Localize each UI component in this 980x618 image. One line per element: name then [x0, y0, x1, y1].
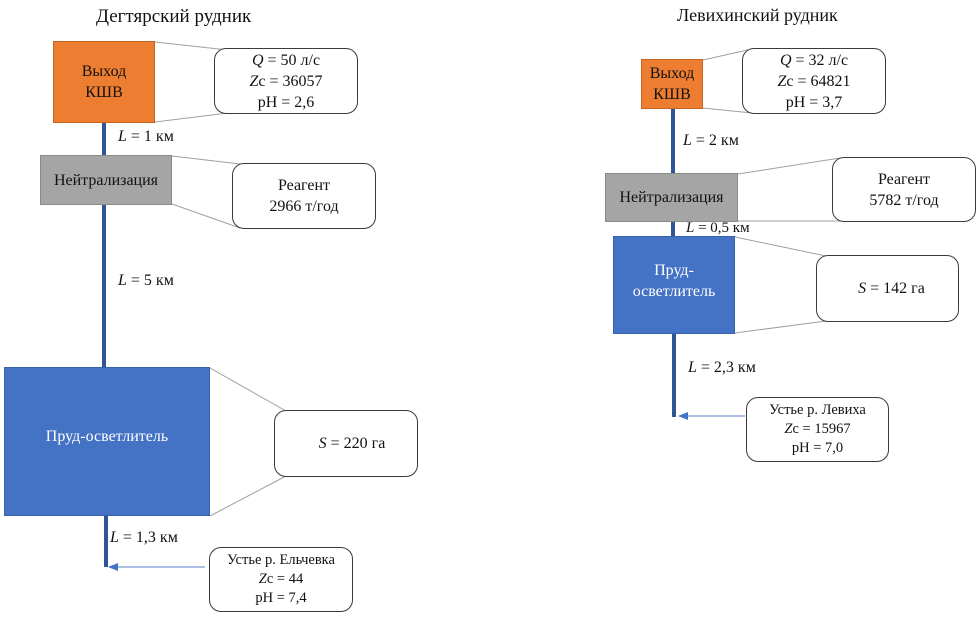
- length-value: = 1,3 км: [118, 529, 178, 546]
- zc-value: c = 44: [266, 571, 304, 587]
- l-symbol: L: [688, 359, 697, 376]
- length-value: = 2,3 км: [696, 359, 756, 376]
- q-symbol: Q: [779, 51, 792, 69]
- ph-value: pH = 7,0: [791, 440, 844, 456]
- flow-rate: Q = 50 л/с: [252, 50, 320, 71]
- pond-box-left: Пруд-осветлитель: [4, 367, 210, 516]
- arrowhead-left: [108, 563, 118, 571]
- pond-label: Пруд-осветлитель: [45, 428, 169, 445]
- zc-index: Zc = 44: [259, 570, 303, 589]
- reagent-callout-right: Реагент 5782 т/год: [832, 157, 976, 222]
- neutralization-label: Нейтрализация: [53, 171, 159, 189]
- pond-area: S = 220 га: [307, 433, 386, 454]
- zc-index: Zc = 36057: [249, 71, 322, 92]
- pond-label-line2: осветлитель: [632, 283, 716, 300]
- l-symbol: L: [110, 529, 119, 546]
- l-symbol: L: [118, 128, 127, 145]
- source-box-right: Выход КШВ: [641, 59, 703, 109]
- zc-index: Zc = 15967: [784, 420, 850, 439]
- segment-length-right-3: L = 2,3 км: [688, 359, 756, 377]
- segment-length-right-2: L = 0,5 км: [686, 220, 750, 237]
- zc-value: c = 64821: [786, 72, 851, 90]
- source-box-label-line1: Выход: [649, 65, 695, 82]
- leader-left-pond-top: [209, 367, 287, 412]
- l-symbol: L: [118, 272, 127, 289]
- diagram-title-levikha: Левихинский рудник: [677, 5, 838, 25]
- flow-rate: Q = 32 л/с: [780, 50, 848, 71]
- leader-left-reagent-top: [171, 155, 241, 165]
- length-value: = 0,5 км: [694, 220, 750, 236]
- s-symbol: S: [858, 280, 867, 297]
- reagent-callout-left: Реагент 2966 т/год: [232, 163, 376, 229]
- reagent-amount: 2966 т/год: [269, 198, 339, 215]
- leader-left-source-top: [154, 41, 229, 51]
- source-box-label-line2: КШВ: [85, 84, 123, 101]
- neutralization-label: Нейтрализация: [619, 189, 724, 206]
- leader-left-reagent-bottom: [171, 203, 241, 229]
- length-value: = 1 км: [126, 128, 174, 145]
- neutralization-box-right: Нейтрализация: [605, 173, 738, 222]
- pond-callout-left: S = 220 га: [274, 410, 418, 477]
- pond-area: S = 142 га: [850, 278, 925, 299]
- length-value: = 2 км: [691, 132, 739, 149]
- l-symbol: L: [683, 132, 692, 149]
- source-box-left: Выход КШВ: [53, 41, 155, 123]
- area-value: = 142 га: [866, 280, 925, 297]
- z-symbol: Z: [258, 571, 267, 587]
- leader-right-source-bottom: [702, 107, 753, 114]
- zc-value: c = 15967: [792, 421, 851, 437]
- ph-value: pH = 7,4: [255, 590, 307, 606]
- pond-box-right: Пруд- осветлитель: [613, 236, 735, 334]
- zc-index: Zc = 64821: [777, 71, 850, 92]
- segment-length-left-2: L = 5 км: [118, 272, 174, 290]
- segment-length-left-1: L = 1 км: [118, 128, 174, 146]
- q-symbol: Q: [251, 51, 264, 69]
- z-symbol: Z: [784, 421, 793, 437]
- river-mouth-name: Устье р. Левиха: [769, 402, 866, 418]
- ph-value: pH = 2,6: [257, 93, 315, 111]
- reagent-label: Реагент: [877, 170, 931, 188]
- pond-callout-right: S = 142 га: [816, 255, 959, 322]
- segment-length-left-3: L = 1,3 км: [110, 529, 178, 547]
- ph-value: pH = 3,7: [785, 93, 843, 111]
- length-value: = 5 км: [126, 272, 174, 289]
- source-box-label-line1: Выход: [81, 63, 127, 80]
- leader-right-pond-bottom: [734, 320, 827, 334]
- mouth-callout-right: Устье р. Левиха Zc = 15967 pH = 7,0: [746, 397, 889, 462]
- area-value: = 220 га: [326, 435, 386, 452]
- l-symbol: L: [686, 220, 695, 236]
- segment-length-right-1: L = 2 км: [683, 132, 739, 150]
- z-symbol: Z: [777, 72, 787, 90]
- s-symbol: S: [318, 435, 327, 452]
- zc-value: c = 36057: [258, 72, 323, 90]
- pond-label-line1: Пруд-: [654, 262, 694, 279]
- leader-right-pond-top: [734, 236, 827, 257]
- leader-left-source-bottom: [154, 112, 229, 123]
- source-callout-left: Q = 50 л/с Zc = 36057 pH = 2,6: [214, 48, 358, 114]
- river-mouth-name: Устье р. Ельчевка: [227, 552, 335, 568]
- q-value: = 50 л/с: [263, 51, 321, 69]
- z-symbol: Z: [249, 72, 259, 90]
- source-box-label-line2: КШВ: [653, 86, 691, 103]
- mouth-callout-left: Устье р. Ельчевка Zc = 44 pH = 7,4: [209, 547, 353, 612]
- reagent-amount: 5782 т/год: [869, 191, 939, 209]
- leader-left-pond-bottom: [209, 475, 287, 517]
- q-value: = 32 л/с: [791, 51, 849, 69]
- leader-right-source-top: [702, 48, 753, 61]
- arrowhead-right: [678, 412, 688, 420]
- neutralization-box-left: Нейтрализация: [40, 155, 172, 205]
- reagent-label: Реагент: [277, 177, 331, 194]
- source-callout-right: Q = 32 л/с Zc = 64821 pH = 3,7: [742, 48, 886, 114]
- leader-right-reagent-top: [737, 157, 841, 175]
- diagram-title-degtyarsk: Дегтярский рудник: [96, 6, 252, 27]
